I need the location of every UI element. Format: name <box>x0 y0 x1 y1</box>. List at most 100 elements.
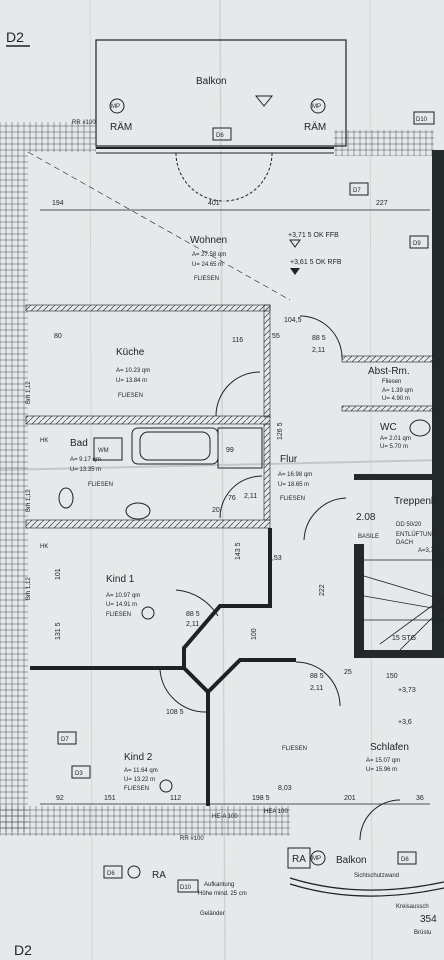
room-bad-area: A= 9.17 qm <box>70 457 101 463</box>
room-abstrm-name: Abst-Rm. <box>368 366 410 377</box>
wall-bad-bottom <box>25 519 271 529</box>
tag-ra: RA <box>292 854 306 865</box>
room-schlafen-floor: FLIESEN <box>282 746 307 752</box>
note-kreis: Kreisaussch <box>396 904 429 910</box>
level-triangle <box>289 239 301 248</box>
ram-label: RÄM <box>304 121 326 133</box>
door-swing-schlafen2 <box>359 799 401 841</box>
wall-right <box>432 150 444 650</box>
room-kind1-floor: FLIESEN <box>106 612 131 618</box>
tag-d7-kind2-label: D7 <box>61 737 69 743</box>
tag-d9-label: D9 <box>413 241 421 247</box>
tag-d6-bottom-left <box>103 865 123 879</box>
level-ffb: +3,71 5 OK FFB <box>288 232 339 239</box>
wall-wc-bottom <box>354 474 434 480</box>
room-kind1-name: Kind 1 <box>106 574 135 585</box>
room-kueche-perimeter: U= 13.84 m <box>116 378 147 384</box>
dim-211-flur: 2,11 <box>312 347 325 354</box>
room-kind1-area: A= 10.97 qm <box>106 593 140 599</box>
dim-108-5: 108 5 <box>166 709 184 716</box>
mp-marker <box>310 98 326 114</box>
level-rfb: +3,61 5 OK RFB <box>290 259 342 266</box>
dim-99: 99 <box>226 447 234 454</box>
room-flur-area: A= 16.98 qm <box>278 472 312 478</box>
balcony-curve <box>289 877 444 891</box>
note-hea: HEA 100 <box>264 809 288 815</box>
room-wc-area: A= 2.01 qm <box>380 436 411 442</box>
note-hoehe: Höhe mind. 25 cm <box>198 891 247 897</box>
door-swing-kueche <box>215 371 261 417</box>
mp-marker <box>127 865 141 879</box>
mp-label: MP <box>111 104 120 110</box>
room-kind2-name: Kind 2 <box>124 752 153 763</box>
room-treppe-name: Treppenh <box>394 496 436 507</box>
mp-marker <box>109 98 125 114</box>
dim-151: 151 <box>104 795 116 802</box>
wm-label: WM <box>98 448 109 454</box>
dim-143-5: 143 5 <box>235 542 242 560</box>
room-abstrm-area: A= 1.39 qm <box>382 388 413 394</box>
wall-top-right <box>334 130 434 156</box>
note-brust: Brüstu <box>414 930 431 936</box>
shower <box>217 427 263 469</box>
washing-machine <box>93 437 123 461</box>
dim-227: 227 <box>376 200 388 207</box>
dim-80: 80 <box>54 333 62 340</box>
room-bad-perimeter: U= 13.35 m <box>70 467 101 473</box>
room-wohnen-perimeter: U= 24.65 m <box>192 262 223 268</box>
wall-top-left <box>0 122 96 152</box>
dim-201: 201 <box>344 795 356 802</box>
tag-d10-label: D10 <box>416 117 428 123</box>
dim-208: 2.08 <box>356 512 376 523</box>
section-mark-top: D2 <box>6 29 24 45</box>
note-dach: DACH <box>396 540 413 546</box>
tag-d10-bottom <box>177 879 199 893</box>
door-swing-kind1 <box>175 589 219 617</box>
balcony-top <box>95 39 347 147</box>
room-bad-floor: FLIESEN <box>88 482 113 488</box>
dim-150: 150 <box>386 673 398 680</box>
door-swing-flur <box>299 315 343 359</box>
dim-198-5: 198 5 <box>252 795 270 802</box>
stair-steps-label: 15 STG <box>392 635 416 642</box>
dim-92: 92 <box>56 795 64 802</box>
door-swing <box>175 152 225 202</box>
rr-note-bottom: RR #100 <box>180 836 204 842</box>
brh-note: Brh 1,12 <box>26 489 32 512</box>
mp-label: MP <box>312 104 321 110</box>
room-kind2-floor: FLIESEN <box>124 786 149 792</box>
tag-d6-bottom-left-label: D6 <box>107 871 115 877</box>
stair-wall-bottom <box>354 650 444 658</box>
tag-d6-top <box>212 127 232 141</box>
room-kind2-perimeter: U= 13.22 m <box>124 777 155 783</box>
mp-marker <box>141 606 155 620</box>
dim-222: 222 <box>319 584 326 596</box>
note-he: HE-A 100 <box>212 814 238 820</box>
hk-label: HK <box>40 438 48 444</box>
dim-88-5-flur: 88 5 <box>312 335 326 342</box>
note-354: 354 <box>420 914 437 925</box>
room-wohnen-area: A= 27.58 qm <box>192 252 226 258</box>
balcony-curve <box>289 883 444 897</box>
toilet-wc <box>409 419 431 437</box>
door-swing-schlafen <box>295 661 341 707</box>
tag-d6-bottom-label: D6 <box>401 857 409 863</box>
tag-d10 <box>413 111 435 125</box>
room-bad-name: Bad <box>70 438 88 449</box>
level-right2: +3,6 <box>398 719 412 726</box>
tag-d3 <box>71 765 91 779</box>
tag-d6-bottom <box>397 851 417 865</box>
brh-note: Brh 1,12 <box>26 381 32 404</box>
wall-abstrm <box>341 355 435 363</box>
note-dd: DD 50/20 <box>396 522 422 528</box>
dim-126-5: 126 5 <box>277 422 284 440</box>
tag-d7-top-label: D7 <box>353 188 361 194</box>
level-triangle <box>290 268 300 275</box>
drain-triangle <box>254 95 274 107</box>
wall-schlafen <box>206 658 296 694</box>
wall-wc <box>341 405 435 412</box>
sink <box>58 487 74 509</box>
tag-ra-left: RA <box>152 870 166 881</box>
room-wc-perimeter: U= 5.70 m <box>380 444 408 450</box>
